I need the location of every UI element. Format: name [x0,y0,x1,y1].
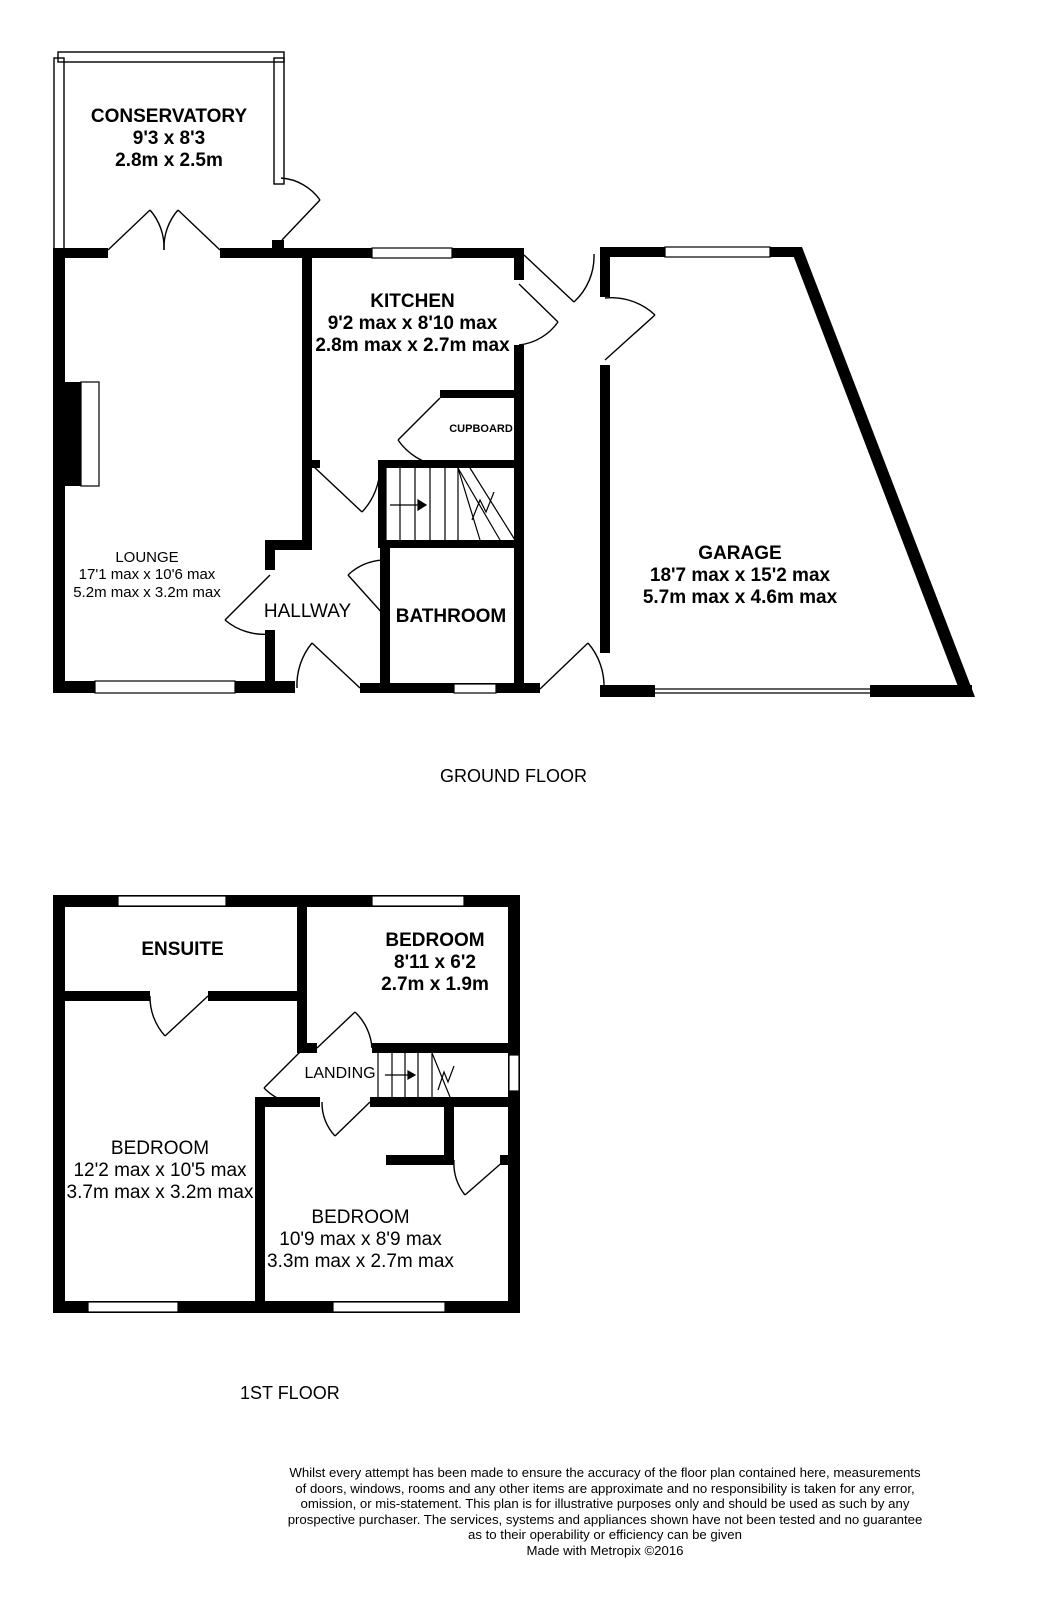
disclaimer-line: prospective purchaser. The services, sys… [287,1511,923,1527]
first-floor-stairs [377,1052,455,1098]
conservatory-frame [53,51,285,251]
room-size-imperial: 18'7 max x 15'2 max [649,564,831,586]
room-kitchen: KITCHEN 9'2 max x 8'10 max 2.8m max x 2.… [305,291,520,357]
room-garage: GARAGE 18'7 max x 15'2 max 5.7m max x 4.… [630,543,850,609]
disclaimer-line: Whilst every attempt has been made to en… [289,1465,921,1480]
ground-floor-doors [107,177,656,690]
room-name: ENSUITE [141,939,224,960]
room-name: CONSERVATORY [90,106,248,127]
room-size-imperial: 10'9 max x 8'9 max [279,1228,442,1250]
disclaimer-line: as to their operability or efficiency ca… [468,1527,742,1543]
room-size-metric: 2.8m max x 2.7m max [315,334,510,356]
room-landing: LANDING [295,1065,385,1083]
fireplace [65,381,100,487]
first-floor-windows [87,895,520,1313]
ground-floor-windows [94,246,870,694]
ground-floor-title: GROUND FLOOR [440,766,588,786]
room-size-imperial: 17'1 max x 10'6 max [78,566,216,584]
room-size-imperial: 9'2 max x 8'10 max [327,312,498,334]
metropix-credit: Made with Metropix ©2016 [526,1542,684,1558]
room-conservatory: CONSERVATORY 9'3 x 8'3 2.8m x 2.5m [74,106,264,172]
room-bathroom: BATHROOM [388,606,514,628]
room-size-metric: 3.7m max x 3.2m max [66,1181,254,1203]
first-floor-title: 1ST FLOOR [240,1383,340,1403]
room-size-metric: 2.7m x 1.9m [381,973,489,995]
room-bedroom-2: BEDROOM 8'11 x 6'2 2.7m x 1.9m [350,930,520,996]
room-name: BEDROOM [110,1138,210,1159]
room-size-imperial: 12'2 max x 10'5 max [73,1159,247,1181]
disclaimer: Whilst every attempt has been made to en… [250,1465,960,1559]
room-size-metric: 3.3m max x 2.7m max [267,1250,454,1272]
room-name: CUPBOARD [449,423,513,435]
first-floor-doors [149,995,506,1196]
room-size-imperial: 8'11 x 6'2 [394,951,476,973]
room-size-metric: 5.2m max x 3.2m max [73,583,221,601]
room-name: HALLWAY [263,601,352,622]
room-size-metric: 5.7m max x 4.6m max [642,586,838,608]
disclaimer-line: of doors, windows, rooms and any other i… [295,1480,915,1496]
room-name: BEDROOM [385,930,485,951]
room-bedroom-3: BEDROOM 10'9 max x 8'9 max 3.3m max x 2.… [258,1207,463,1273]
room-name: KITCHEN [370,291,455,312]
room-size-metric: 2.8m x 2.5m [115,149,223,171]
disclaimer-line: omission, or mis-statement. This plan is… [300,1496,910,1512]
room-name: LOUNGE [115,549,179,566]
room-size-imperial: 9'3 x 8'3 [132,127,206,149]
room-cupboard: CUPBOARD [445,423,517,436]
room-name: GARAGE [698,543,782,564]
ground-floor-stairs [385,467,516,541]
room-bedroom-1: BEDROOM 12'2 max x 10'5 max 3.7m max x 3… [60,1138,260,1204]
room-name: BEDROOM [311,1207,410,1228]
room-name: LANDING [304,1065,376,1082]
room-hallway: HALLWAY [255,601,360,623]
room-name: BATHROOM [395,606,507,627]
room-lounge: LOUNGE 17'1 max x 10'6 max 5.2m max x 3.… [62,549,232,601]
room-ensuite: ENSUITE [120,939,245,961]
